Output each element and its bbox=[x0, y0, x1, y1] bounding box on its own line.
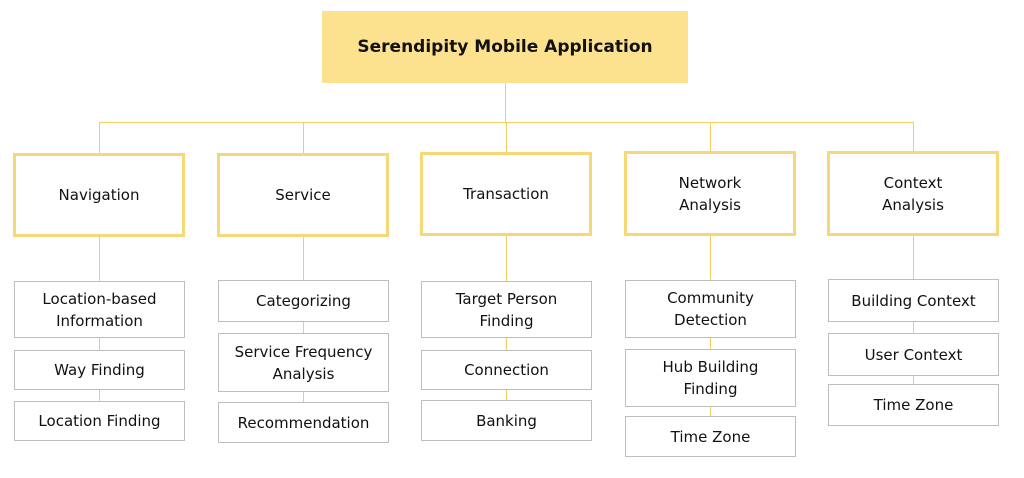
category-node: Service bbox=[217, 153, 389, 237]
child-node: Hub Building Finding bbox=[625, 349, 796, 407]
child-label: Connection bbox=[464, 361, 549, 379]
column-connector bbox=[710, 122, 711, 416]
child-label: Way Finding bbox=[54, 361, 145, 379]
root-node: Serendipity Mobile Application bbox=[322, 11, 688, 83]
child-label: Building Context bbox=[851, 291, 976, 310]
child-label: Target Person Finding bbox=[455, 289, 558, 330]
child-label: Time Zone bbox=[670, 427, 751, 446]
child-label: Location Finding bbox=[38, 412, 161, 430]
child-node: User Context bbox=[828, 333, 999, 376]
child-node: Target Person Finding bbox=[421, 281, 592, 338]
child-node: Connection bbox=[421, 350, 592, 390]
child-label: Time Zone bbox=[873, 396, 954, 414]
column-connector bbox=[303, 122, 304, 402]
child-label: Location-based Information bbox=[42, 289, 157, 330]
category-label: Navigation bbox=[58, 186, 140, 204]
child-label: Banking bbox=[476, 411, 537, 430]
root-connector bbox=[505, 83, 506, 122]
root-title: Serendipity Mobile Application bbox=[357, 37, 653, 57]
child-node: Time Zone bbox=[625, 416, 796, 457]
category-node: Navigation bbox=[13, 153, 185, 237]
child-node: Location Finding bbox=[14, 401, 185, 441]
category-label: Transaction bbox=[463, 185, 549, 203]
category-label: Network Analysis bbox=[678, 173, 742, 214]
child-node: Building Context bbox=[828, 279, 999, 322]
child-node: Recommendation bbox=[218, 402, 389, 443]
child-node: Location-based Information bbox=[14, 281, 185, 338]
category-label: Service bbox=[275, 186, 331, 204]
category-label: Context Analysis bbox=[882, 173, 944, 214]
child-label: Service Frequency Analysis bbox=[234, 342, 373, 383]
column-connector bbox=[913, 122, 914, 384]
category-node: Context Analysis bbox=[827, 151, 999, 236]
category-node: Network Analysis bbox=[624, 151, 796, 236]
child-label: Community Detection bbox=[667, 289, 754, 329]
child-node: Way Finding bbox=[14, 350, 185, 390]
child-node: Community Detection bbox=[625, 280, 796, 338]
column-connector bbox=[506, 122, 507, 400]
child-node: Service Frequency Analysis bbox=[218, 333, 389, 392]
child-label: Hub Building Finding bbox=[662, 358, 759, 398]
category-node: Transaction bbox=[420, 152, 592, 236]
child-node: Categorizing bbox=[218, 280, 389, 322]
child-label: Recommendation bbox=[237, 413, 370, 432]
child-node: Time Zone bbox=[828, 384, 999, 426]
child-label: Categorizing bbox=[256, 292, 351, 310]
column-connector bbox=[99, 122, 100, 401]
child-label: User Context bbox=[864, 345, 963, 364]
child-node: Banking bbox=[421, 400, 592, 441]
